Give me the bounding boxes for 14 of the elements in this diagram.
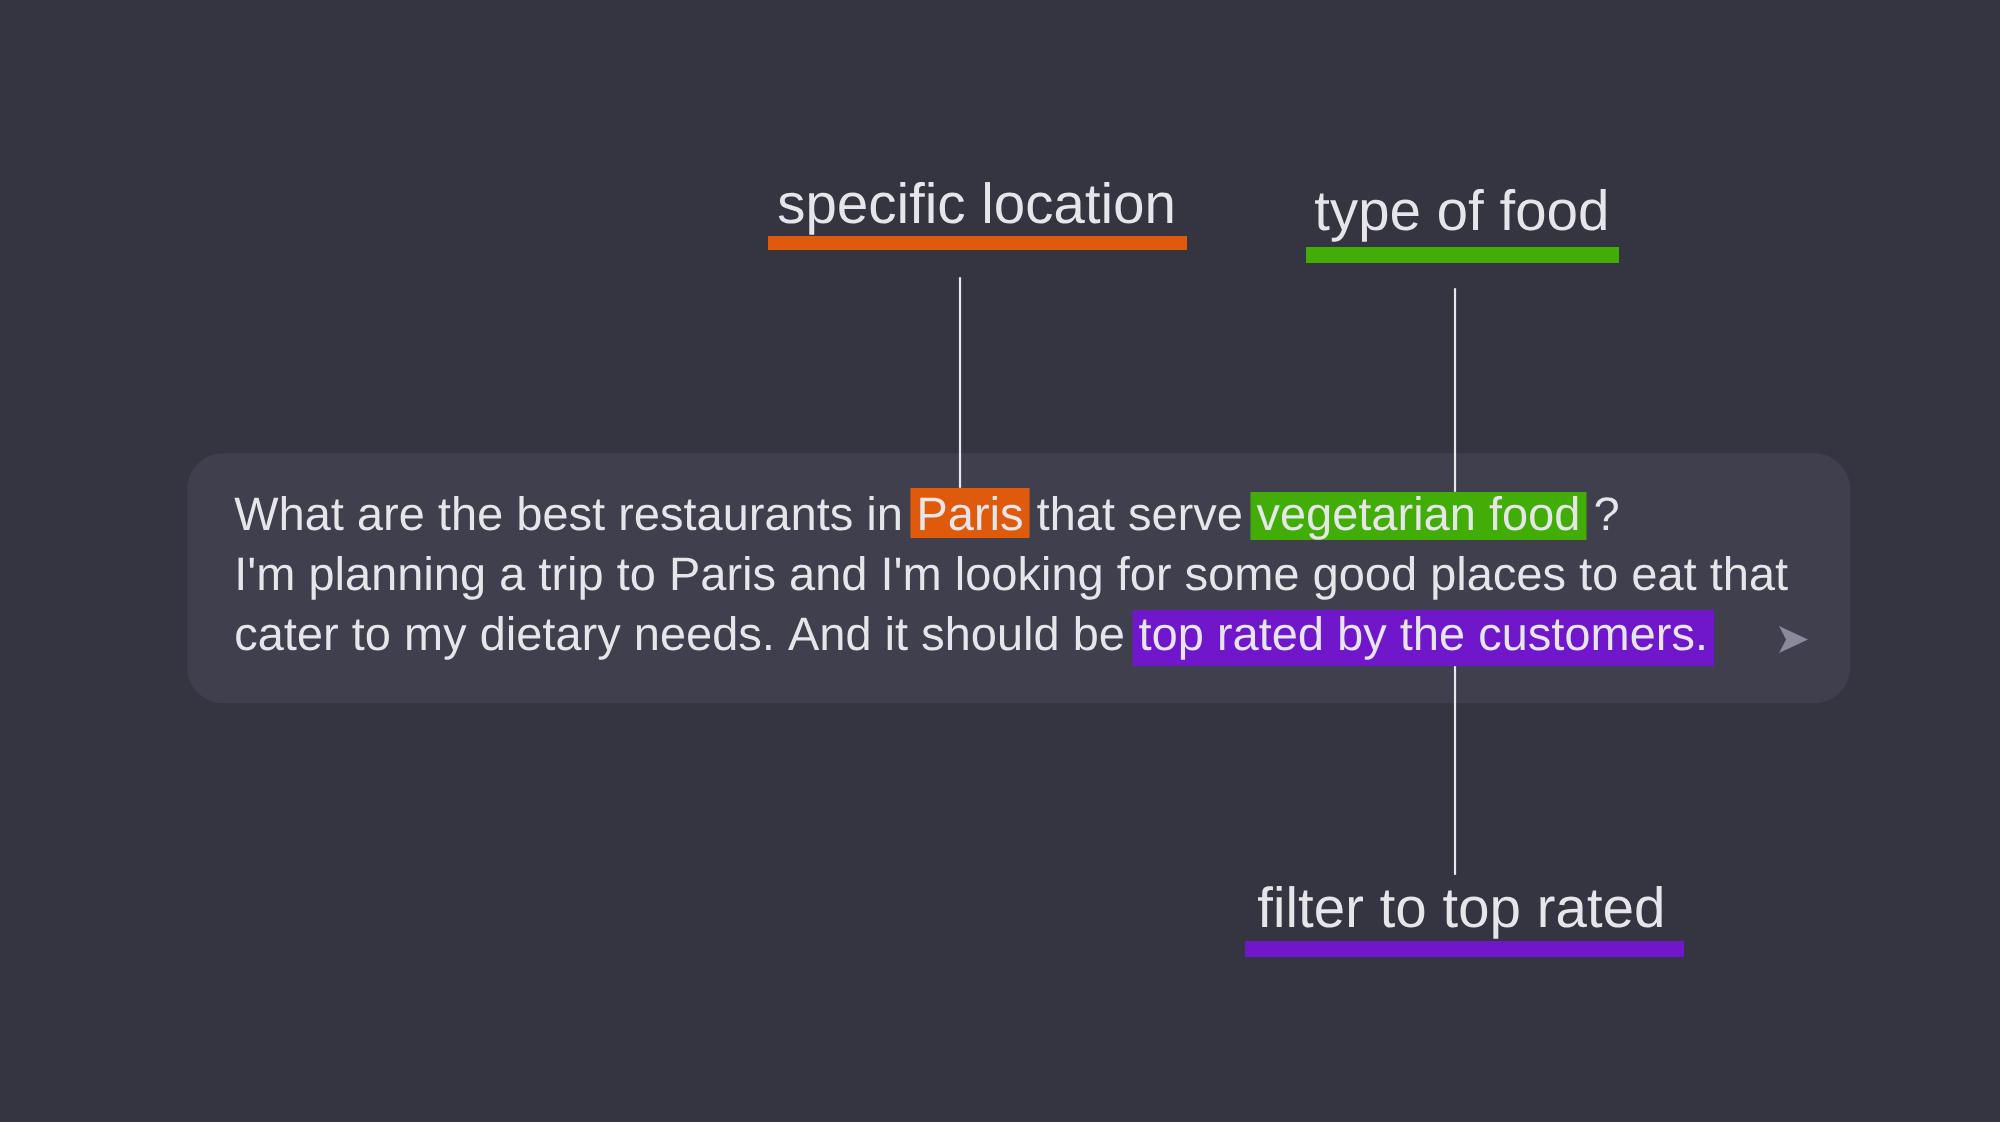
message-text: that serve: [1037, 495, 1241, 531]
highlighted-text: vegetarian food: [1250, 492, 1587, 540]
message-text: I'm planning a trip to Paris and I'm looking for some good places to eat that: [238, 555, 1788, 600]
annotation-label: type of food: [1315, 189, 1606, 242]
message-text: ?: [1595, 497, 1618, 530]
annotation-label: specific location: [778, 182, 1173, 235]
leader-line: [958, 277, 962, 488]
highlighted-text: top rated by the customers.: [1132, 610, 1715, 666]
leader-line: [1453, 288, 1457, 492]
message-text: What are the best restaurants in: [234, 495, 900, 531]
message-text: cater to my dietary needs. And it should be: [236, 615, 1123, 660]
leader-line: [1453, 666, 1457, 875]
highlighted-text: Paris: [910, 488, 1030, 538]
annotation-label: filter to top rated: [1258, 886, 1662, 939]
